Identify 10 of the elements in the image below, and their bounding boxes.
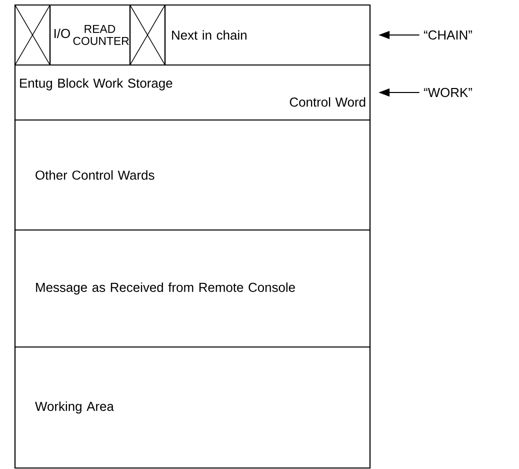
field-cell: Next in chain [164, 4, 371, 66]
field-cell: Message as Received from Remote Console [14, 229, 371, 348]
crossed-box [129, 4, 166, 66]
field-cell: Other Control Wards [14, 119, 371, 231]
crossed-box [14, 4, 51, 66]
field-cell: I/O READ COUNTER [49, 4, 131, 66]
pointer-label: “WORK” [424, 88, 472, 98]
pointer-label: “CHAIN” [424, 30, 472, 40]
field-cell: Entug Block Work Storage Control Word [14, 64, 371, 121]
field-cell: Working Area [14, 346, 371, 469]
